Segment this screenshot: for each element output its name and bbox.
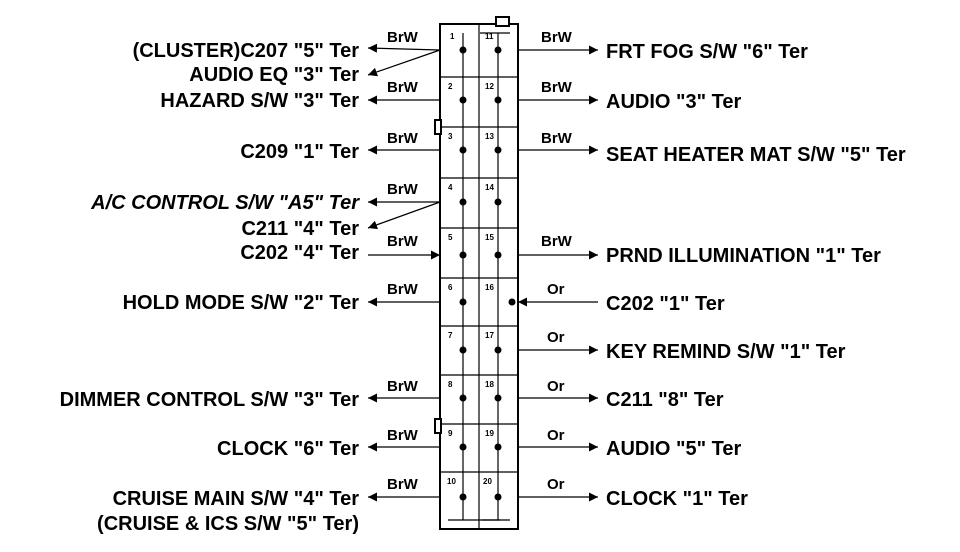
pin-number: 12 <box>485 82 494 91</box>
wire-code: BrW <box>387 476 419 493</box>
left-wire-codes: BrW BrW BrW BrW BrW BrW BrW BrW BrW <box>387 29 419 493</box>
pin-dot <box>494 198 502 206</box>
terminal-label: HAZARD S/W "3" Ter <box>160 90 359 112</box>
terminal-label: (CLUSTER)C207 "5" Ter <box>133 40 360 62</box>
pin-number: 7 <box>448 331 453 340</box>
pin-number: 2 <box>448 82 453 91</box>
pin-number: 4 <box>448 183 453 192</box>
terminal-label: C202 "4" Ter <box>240 242 359 264</box>
wire-code: BrW <box>387 378 419 395</box>
terminal-label: PRND ILLUMINATION "1" Ter <box>606 245 881 267</box>
pin-dot <box>459 46 467 54</box>
pin-dot <box>459 346 467 354</box>
pin-number: 15 <box>485 233 494 242</box>
left-wires <box>367 43 441 502</box>
wire-code: Or <box>547 427 565 444</box>
pin-number: 14 <box>485 183 494 192</box>
pin-number: 8 <box>448 380 453 389</box>
wire-code: Or <box>547 281 565 298</box>
pin-dot <box>459 493 467 501</box>
wire-code: BrW <box>387 181 419 198</box>
wire-code: BrW <box>541 130 573 147</box>
wire-code: BrW <box>387 233 419 250</box>
terminal-label: CLOCK "1" Ter <box>606 488 748 510</box>
connector-body <box>434 16 519 530</box>
pin-dot <box>459 251 467 259</box>
wire-code: BrW <box>541 233 573 250</box>
terminal-label: C209 "1" Ter <box>240 141 359 163</box>
terminal-label: C202 "1" Ter <box>606 293 725 315</box>
pin-number: 3 <box>448 132 453 141</box>
pin-number: 11 <box>485 32 494 41</box>
right-wires <box>518 45 598 502</box>
wire-code: Or <box>547 476 565 493</box>
wire-code: BrW <box>541 29 573 46</box>
wire-code: BrW <box>387 427 419 444</box>
terminal-label: A/C CONTROL S/W "A5" Ter <box>90 192 360 214</box>
terminal-label: C211 "8" Ter <box>606 389 724 411</box>
terminal-label: C211 "4" Ter <box>241 218 359 240</box>
wire-code: BrW <box>387 29 419 46</box>
pin-dot <box>459 96 467 104</box>
right-wire-codes: BrW BrW BrW BrW Or Or Or Or Or <box>541 29 573 493</box>
pin-dot <box>494 146 502 154</box>
terminal-label: AUDIO "5" Ter <box>606 438 742 460</box>
terminal-label: AUDIO "3" Ter <box>606 91 742 113</box>
pin-dot <box>494 96 502 104</box>
wire-code: Or <box>547 329 565 346</box>
pin-dot <box>508 298 516 306</box>
terminal-label: DIMMER CONTROL S/W "3" Ter <box>60 389 360 411</box>
terminal-label: CRUISE MAIN S/W "4" Ter <box>113 488 360 510</box>
pin-number: 13 <box>485 132 494 141</box>
wire-line <box>367 43 441 53</box>
pin-number: 1 <box>450 32 455 41</box>
pin-number: 17 <box>485 331 494 340</box>
pin-number: 9 <box>448 429 453 438</box>
pin-dot <box>494 46 502 54</box>
wire-code: BrW <box>541 79 573 96</box>
pin-dot <box>459 198 467 206</box>
pin-dot <box>494 443 502 451</box>
wire-code: BrW <box>387 281 419 298</box>
pin-dot <box>494 251 502 259</box>
pin-dot <box>459 146 467 154</box>
pin-dot <box>494 394 502 402</box>
wire-line <box>367 49 441 77</box>
pin-dot <box>494 493 502 501</box>
pin-numbers: 1 2 3 4 5 6 7 8 9 10 11 12 13 14 15 16 1… <box>447 32 494 486</box>
wire-code: BrW <box>387 79 419 96</box>
pin-number: 5 <box>448 233 453 242</box>
pin-number: 18 <box>485 380 494 389</box>
pin-number: 6 <box>448 283 453 292</box>
terminal-label: HOLD MODE S/W "2" Ter <box>123 292 360 314</box>
terminal-label: AUDIO EQ "3" Ter <box>189 64 359 86</box>
terminal-label: KEY REMIND S/W "1" Ter <box>606 341 846 363</box>
wire-line <box>367 201 441 230</box>
terminal-label: SEAT HEATER MAT S/W "5" Ter <box>606 144 906 166</box>
pin-dot <box>459 298 467 306</box>
left-labels: (CLUSTER)C207 "5" Ter AUDIO EQ "3" Ter H… <box>60 40 361 535</box>
wire-code: Or <box>547 378 565 395</box>
pin-dot <box>459 443 467 451</box>
pin-dots <box>459 46 516 501</box>
pin-dot <box>494 346 502 354</box>
wire-code: BrW <box>387 130 419 147</box>
terminal-label: CLOCK "6" Ter <box>217 438 359 460</box>
pin-number: 19 <box>485 429 494 438</box>
pin-number: 20 <box>483 477 492 486</box>
pin-dot <box>459 394 467 402</box>
pin-number: 16 <box>485 283 494 292</box>
right-labels: FRT FOG S/W "6" Ter AUDIO "3" Ter SEAT H… <box>606 41 906 510</box>
pin-number: 10 <box>447 477 456 486</box>
terminal-label: (CRUISE & ICS S/W "5" Ter) <box>97 513 359 535</box>
terminal-label: FRT FOG S/W "6" Ter <box>606 41 808 63</box>
